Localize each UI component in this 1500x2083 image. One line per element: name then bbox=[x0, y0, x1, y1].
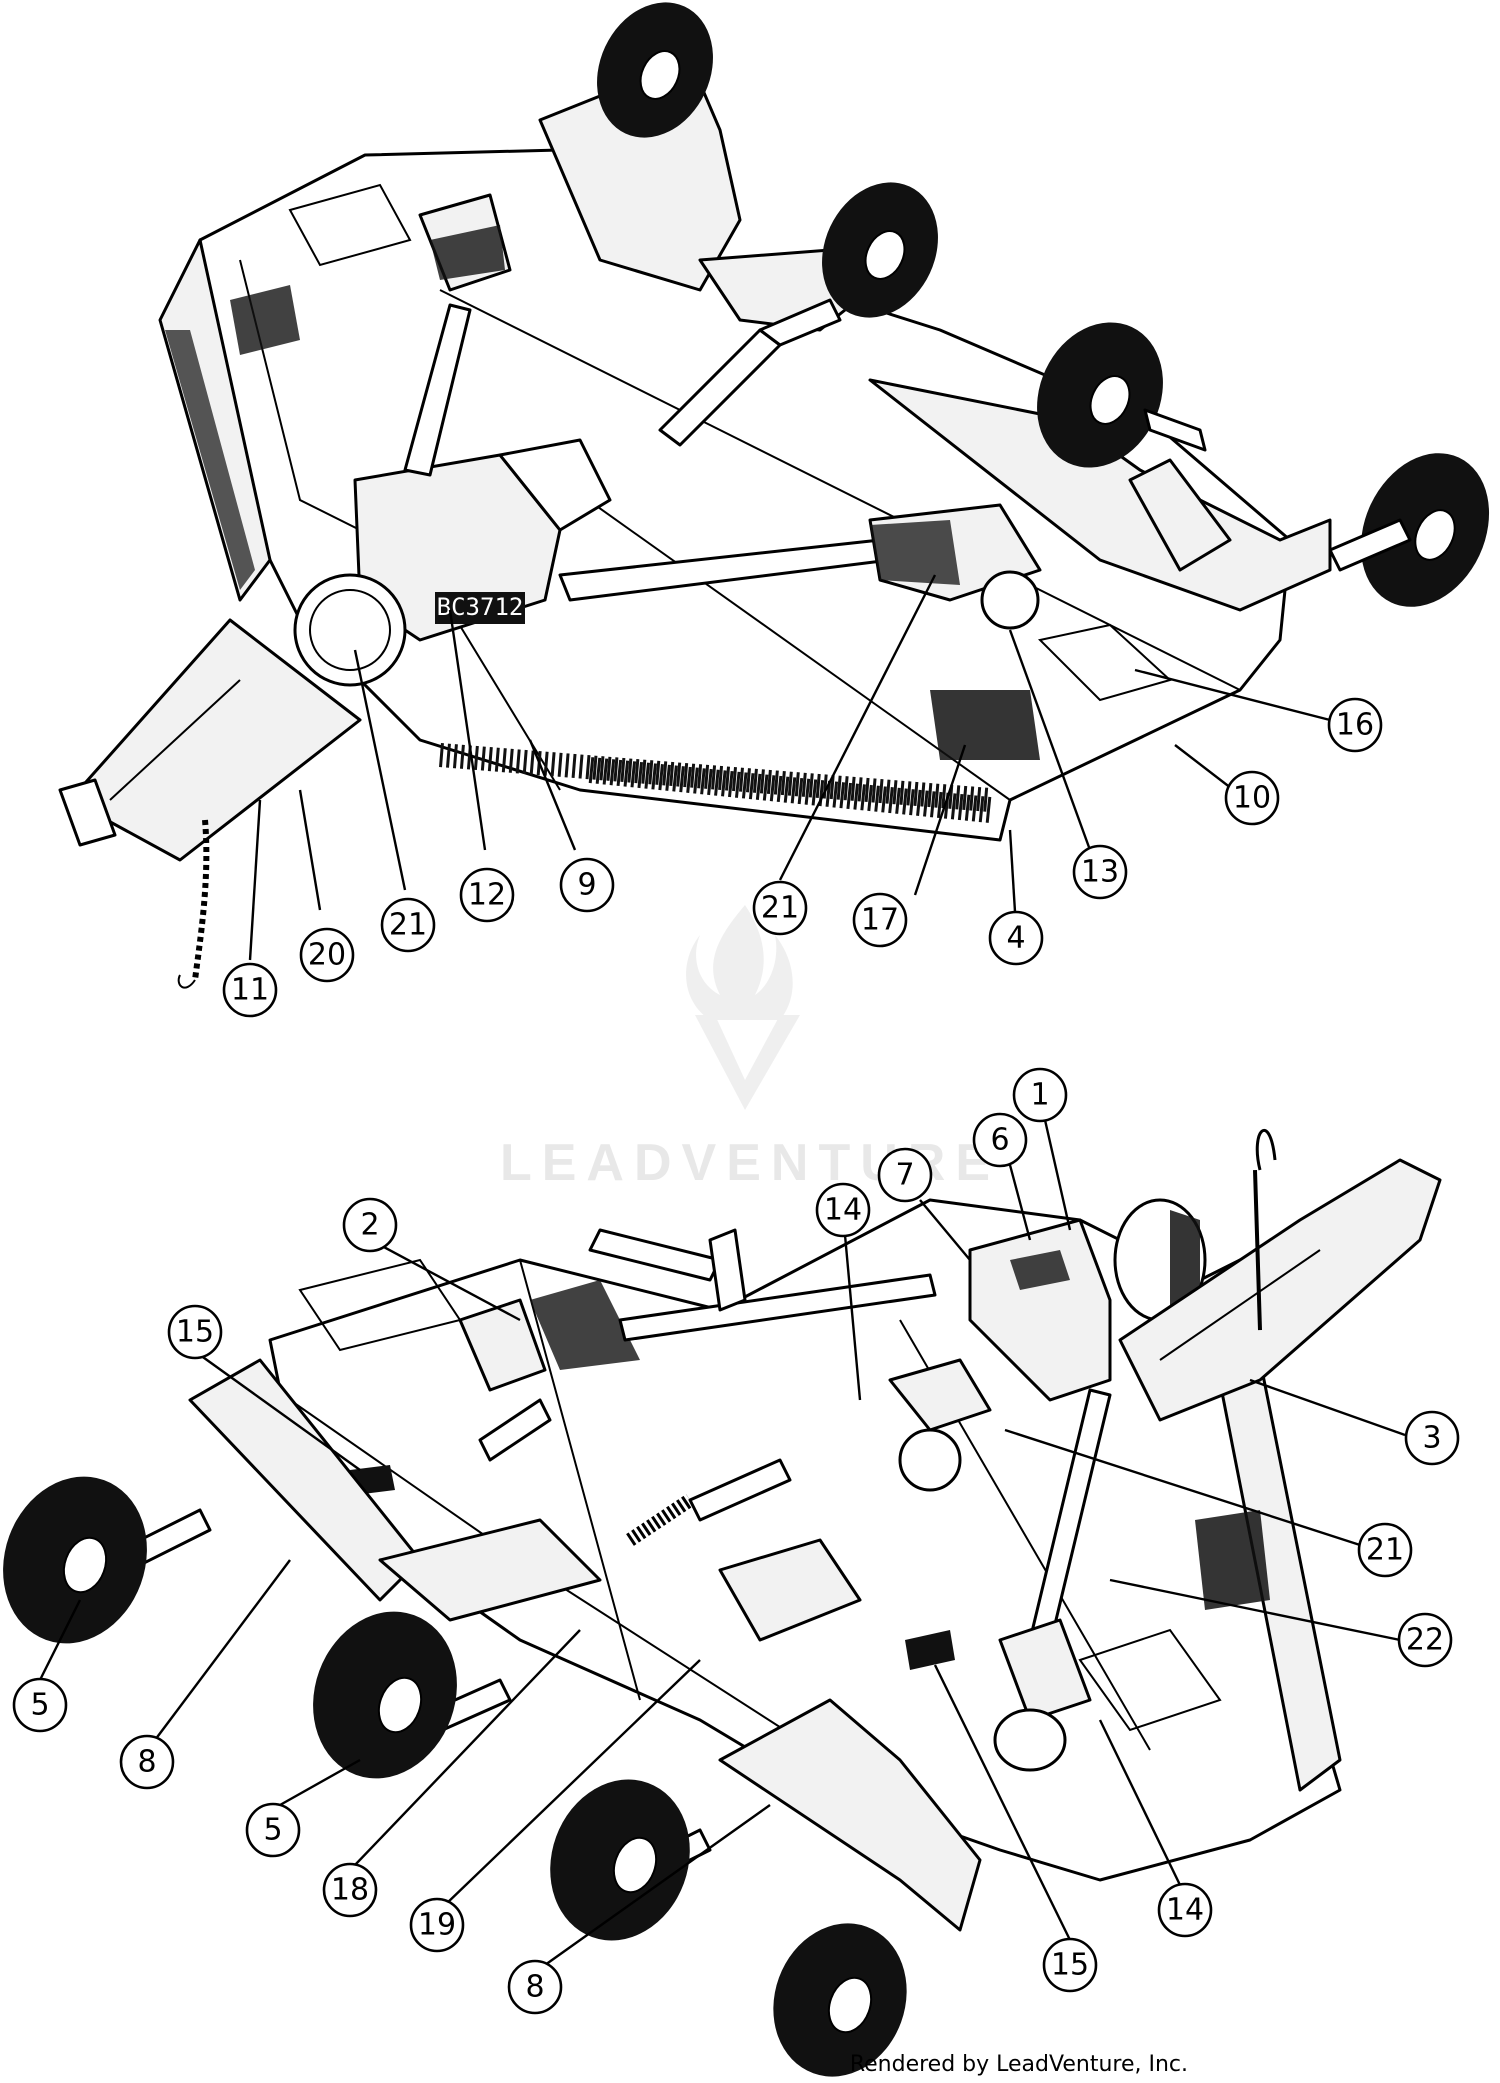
callout-7: 7 bbox=[877, 1147, 933, 1203]
svg-text:14: 14 bbox=[824, 1193, 862, 1228]
svg-text:13: 13 bbox=[1081, 855, 1119, 890]
callouts-top: 16 10 13 4 17 21 9 12 21 20 11 bbox=[222, 574, 1383, 1018]
callout-20: 20 bbox=[299, 927, 355, 983]
svg-text:5: 5 bbox=[30, 1688, 49, 1723]
svg-text:14: 14 bbox=[1166, 1893, 1204, 1928]
bottom-mower-illustration bbox=[3, 1129, 1442, 2077]
callout-16: 16 bbox=[1327, 697, 1383, 753]
callout-4: 4 bbox=[988, 910, 1044, 966]
svg-text:21: 21 bbox=[389, 908, 427, 943]
model-decal-text: BC3712 bbox=[437, 593, 524, 621]
svg-text:8: 8 bbox=[525, 1970, 544, 2005]
callout-1: 1 bbox=[1012, 1067, 1068, 1123]
svg-text:16: 16 bbox=[1336, 708, 1374, 743]
svg-text:8: 8 bbox=[137, 1745, 156, 1780]
callout-12: 12 bbox=[459, 867, 515, 923]
svg-text:12: 12 bbox=[468, 878, 506, 913]
svg-text:18: 18 bbox=[331, 1873, 369, 1908]
callout-5: 5 bbox=[12, 1677, 68, 1733]
callout-21c: 21 bbox=[1357, 1522, 1413, 1578]
svg-text:15: 15 bbox=[1051, 1948, 1089, 1983]
svg-text:5: 5 bbox=[263, 1813, 282, 1848]
svg-text:11: 11 bbox=[231, 973, 269, 1008]
callout-14: 14 bbox=[815, 1182, 871, 1238]
callout-18: 18 bbox=[322, 1862, 378, 1918]
svg-text:20: 20 bbox=[308, 938, 346, 973]
callout-13: 13 bbox=[1072, 844, 1128, 900]
watermark-v-icon bbox=[695, 1015, 800, 1110]
callout-14b: 14 bbox=[1157, 1882, 1213, 1938]
callout-9: 9 bbox=[559, 857, 615, 913]
svg-text:6: 6 bbox=[990, 1123, 1009, 1158]
callout-8: 8 bbox=[119, 1734, 175, 1790]
footer-credit: Rendered by LeadVenture, Inc. bbox=[849, 2052, 1188, 2077]
callout-2: 2 bbox=[342, 1197, 398, 1253]
svg-text:10: 10 bbox=[1233, 781, 1271, 816]
svg-text:17: 17 bbox=[861, 903, 899, 938]
svg-text:15: 15 bbox=[176, 1315, 214, 1350]
svg-text:22: 22 bbox=[1406, 1623, 1444, 1658]
top-mower-illustration: BC3712 bbox=[58, 2, 1490, 989]
callout-11: 11 bbox=[222, 962, 278, 1018]
callout-21b: 21 bbox=[380, 897, 436, 953]
svg-text:7: 7 bbox=[895, 1158, 914, 1193]
callout-15b: 15 bbox=[1042, 1937, 1098, 1993]
callouts-bottom: 1 6 7 14 2 15 3 21 22 5 8 5 18 19 8 15 1… bbox=[12, 1067, 1460, 2015]
callout-19: 19 bbox=[409, 1897, 465, 1953]
leadventure-watermark: LEADVENTURE bbox=[500, 905, 990, 1192]
svg-text:2: 2 bbox=[360, 1208, 379, 1243]
svg-text:21: 21 bbox=[1366, 1533, 1404, 1568]
svg-text:19: 19 bbox=[418, 1908, 456, 1943]
svg-text:21: 21 bbox=[761, 891, 799, 926]
watermark-flame-icon bbox=[686, 905, 793, 1020]
svg-text:3: 3 bbox=[1422, 1421, 1441, 1456]
callout-6: 6 bbox=[972, 1112, 1028, 1168]
callout-15: 15 bbox=[167, 1304, 223, 1360]
svg-text:9: 9 bbox=[577, 868, 596, 903]
callout-8b: 8 bbox=[507, 1959, 563, 2015]
svg-text:4: 4 bbox=[1006, 921, 1025, 956]
callout-3: 3 bbox=[1404, 1410, 1460, 1466]
callout-17: 17 bbox=[852, 892, 908, 948]
svg-text:1: 1 bbox=[1030, 1078, 1049, 1113]
callout-22: 22 bbox=[1397, 1612, 1453, 1668]
callout-21: 21 bbox=[752, 880, 808, 936]
callout-10: 10 bbox=[1224, 770, 1280, 826]
callout-5b: 5 bbox=[245, 1802, 301, 1858]
